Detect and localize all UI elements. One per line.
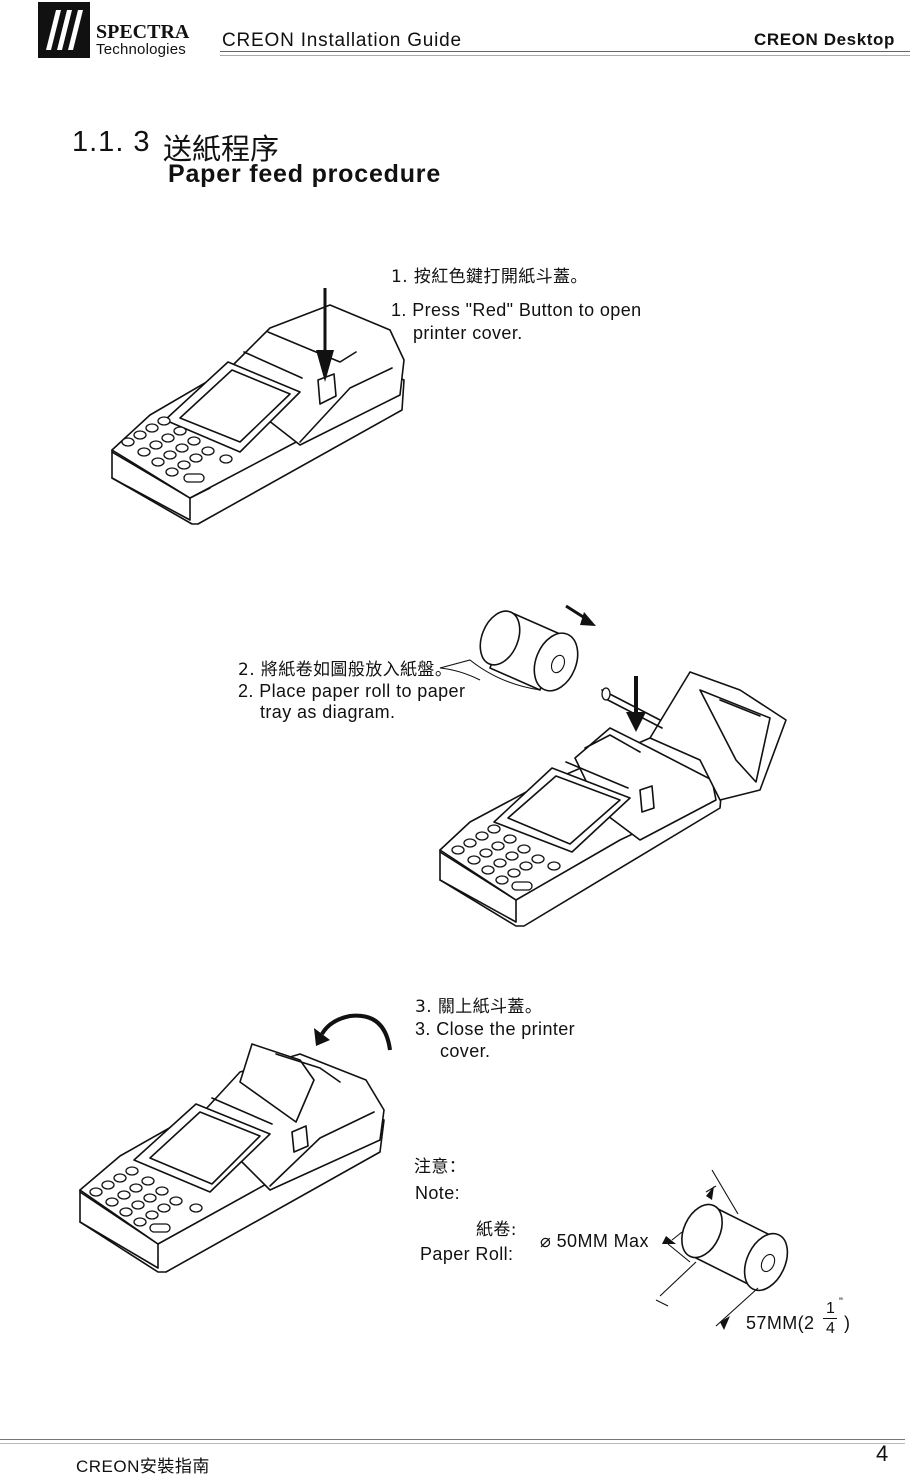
roll-diameter-spec: ⌀ 50MM Max bbox=[540, 1231, 649, 1251]
note-label-en: Note: bbox=[415, 1183, 461, 1203]
paper-roll-dimension-icon bbox=[681, 1203, 789, 1292]
step-2-text-en-line1: 2. Place paper roll to paper bbox=[238, 681, 466, 701]
footer-rule-secondary bbox=[0, 1443, 905, 1444]
step-1-text-cn: 1. 按紅色鍵打開紙斗蓋。 bbox=[391, 267, 588, 287]
insert-direction-arrow-icon bbox=[565, 604, 596, 626]
roll-width-close: ) bbox=[844, 1313, 851, 1333]
tray-arrow-icon bbox=[626, 676, 646, 732]
step-3-text-en-line2: cover. bbox=[440, 1041, 491, 1061]
header-rule-secondary bbox=[220, 55, 910, 56]
section-title-en: Paper feed procedure bbox=[168, 160, 442, 188]
page-number: 4 bbox=[876, 1441, 889, 1466]
keypad-1 bbox=[121, 416, 233, 483]
paper-roll-label-en: Paper Roll: bbox=[420, 1244, 514, 1264]
fraction-bar bbox=[823, 1318, 837, 1319]
roll-width-spec: 57MM(2 bbox=[746, 1313, 815, 1333]
terminal-2 bbox=[439, 671, 787, 927]
logo-subtitle: Technologies bbox=[96, 41, 186, 58]
step-1-text-en-line1: 1. Press "Red" Button to open bbox=[391, 300, 642, 320]
press-arrow-icon bbox=[316, 288, 334, 382]
section-number: 1.1. 3 bbox=[72, 126, 151, 158]
header-product: CREON Desktop bbox=[754, 30, 895, 49]
inch-mark: " bbox=[839, 1296, 843, 1308]
logo-slash-icon bbox=[46, 10, 83, 50]
logo-wordmark: SPECTRA bbox=[96, 21, 190, 43]
roll-width-numerator: 1 bbox=[826, 1300, 835, 1317]
close-curve-arrow-icon bbox=[314, 1013, 392, 1051]
step-2-text-cn: 2. 將紙卷如圖般放入紙盤。 bbox=[238, 660, 453, 680]
footer-title: CREON安裝指南 bbox=[76, 1457, 210, 1476]
paper-roll-icon bbox=[439, 610, 579, 692]
roll-width-denominator: 4 bbox=[826, 1320, 835, 1337]
terminal-3 bbox=[79, 1043, 385, 1273]
spectra-logo bbox=[38, 2, 90, 58]
step-3-text-cn: 3. 關上紙斗蓋。 bbox=[415, 997, 543, 1017]
paper-roll-label-cn: 紙卷: bbox=[476, 1220, 517, 1240]
terminal-1 bbox=[111, 304, 405, 525]
note-label-cn: 注意： bbox=[414, 1157, 467, 1177]
step-1-text-en-line2: printer cover. bbox=[413, 323, 523, 343]
header-title: CREON Installation Guide bbox=[222, 30, 462, 51]
step-2-text-en-line2: tray as diagram. bbox=[260, 702, 396, 722]
footer-rule bbox=[0, 1439, 905, 1440]
step-3-text-en-line1: 3. Close the printer bbox=[415, 1019, 576, 1039]
keypad-3 bbox=[89, 1166, 203, 1233]
section-title-cn: 送紙程序 bbox=[163, 132, 280, 166]
header-rule bbox=[220, 51, 910, 52]
keypad-2 bbox=[451, 824, 561, 891]
